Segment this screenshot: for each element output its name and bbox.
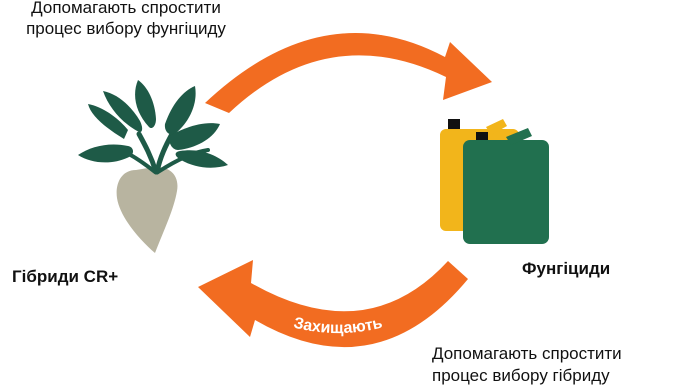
top-arrow-label: Захищають (292, 17, 388, 40)
top-note-line-1: Допомагають спростити (31, 0, 221, 17)
fungicides-label: Фунгіциди (522, 259, 611, 278)
bottom-arrow-label: Захищають (292, 315, 384, 337)
hybrids-label: Гібриди CR+ (12, 267, 119, 286)
fungicide-canisters-icon (440, 119, 549, 244)
top-note-line-2: процес вибору фунгіциду (26, 19, 226, 38)
top-note: Допомагають спростити процес вибору фунг… (0, 0, 256, 39)
top-protect-arrow (205, 32, 492, 113)
bottom-note-line-1: Допомагають спростити (432, 344, 622, 363)
bottom-note-line-2: процес вибору гібриду (432, 366, 610, 385)
bottom-note: Допомагають спростити процес вибору гібр… (432, 343, 622, 387)
bottom-protect-arrow (198, 260, 468, 348)
sugar-beet-icon (78, 80, 228, 253)
